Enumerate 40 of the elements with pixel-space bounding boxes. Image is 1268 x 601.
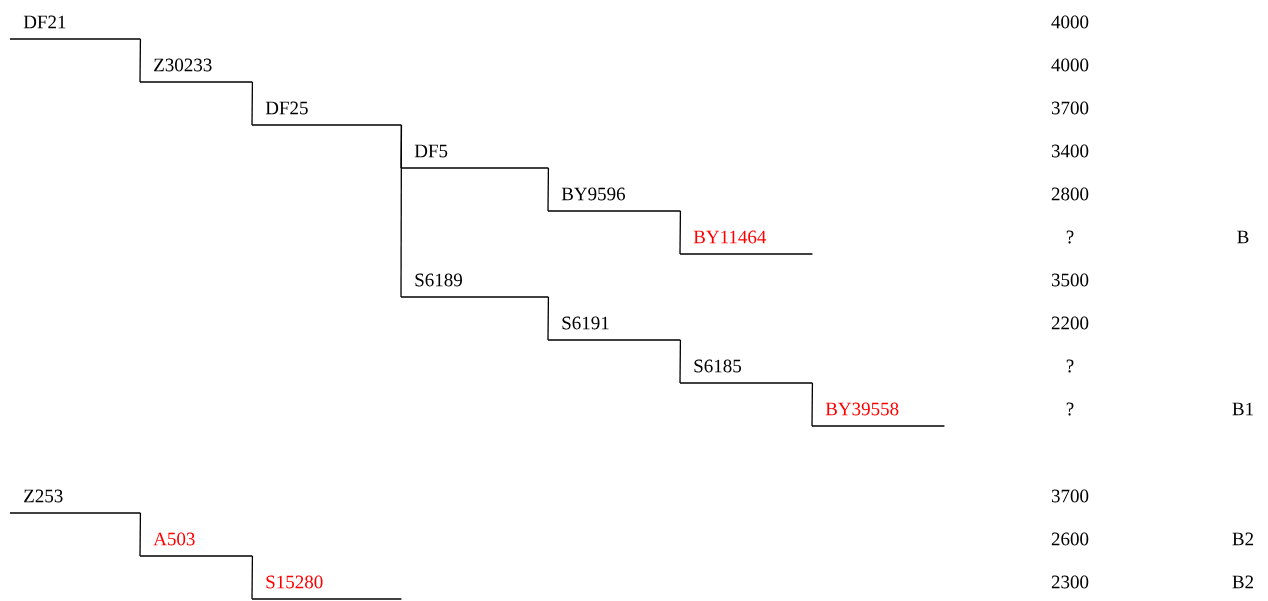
row-value: 2800 — [1051, 187, 1089, 201]
row-value: B2 — [1232, 575, 1254, 589]
tree-connector — [139, 512, 142, 557]
tree-connector — [400, 124, 403, 298]
row-value: ? — [1066, 359, 1074, 373]
tree-connector — [679, 339, 682, 384]
row-value: 2200 — [1051, 316, 1089, 330]
row-value: B2 — [1232, 532, 1254, 546]
row-value: 4000 — [1051, 58, 1089, 72]
row-value: 3700 — [1051, 101, 1089, 115]
branch-label: S15280 — [251, 575, 403, 600]
branch-label: S6189 — [400, 273, 550, 298]
tree-connector — [139, 38, 142, 83]
branch-label: DF5 — [400, 144, 550, 169]
branch-label: BY9596 — [547, 187, 682, 212]
branch-label: BY11464 — [679, 230, 814, 255]
branch-label: BY39558 — [811, 402, 946, 427]
row-value: B — [1237, 230, 1249, 244]
row-value: 2300 — [1051, 575, 1089, 589]
row-value: ? — [1066, 402, 1074, 416]
tree-connector — [251, 81, 254, 126]
row-value: ? — [1066, 230, 1074, 244]
row-value: 3500 — [1051, 273, 1089, 287]
branch-label: Z253 — [9, 489, 142, 514]
tree-connector — [547, 296, 550, 341]
branch-label: DF25 — [251, 101, 403, 126]
row-value: 3700 — [1051, 489, 1089, 503]
row-value: 3400 — [1051, 144, 1089, 158]
branch-label: Z30233 — [139, 58, 254, 83]
branch-label: DF21 — [9, 15, 142, 40]
tree-connector — [251, 555, 254, 600]
row-value: B1 — [1232, 402, 1253, 416]
row-value: 2600 — [1051, 532, 1089, 546]
tree-connector — [547, 167, 550, 212]
branch-label: S6185 — [679, 359, 814, 384]
branch-label: S6191 — [547, 316, 682, 341]
row-value: 4000 — [1051, 15, 1089, 29]
tree-connector — [811, 382, 814, 427]
tree-connector — [679, 210, 682, 255]
branch-label: A503 — [139, 532, 254, 557]
